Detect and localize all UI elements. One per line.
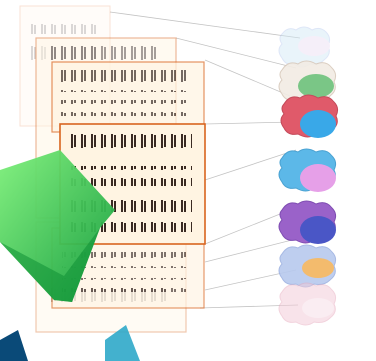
cell-4 xyxy=(279,149,336,192)
karyotype-card-mid xyxy=(52,62,204,132)
cell-3 xyxy=(281,95,338,138)
cell-6 xyxy=(279,245,336,287)
cell-5 xyxy=(279,201,336,244)
cell-stack xyxy=(279,27,338,325)
chromosome-row-1 xyxy=(70,132,192,156)
cell-7 xyxy=(279,283,336,325)
